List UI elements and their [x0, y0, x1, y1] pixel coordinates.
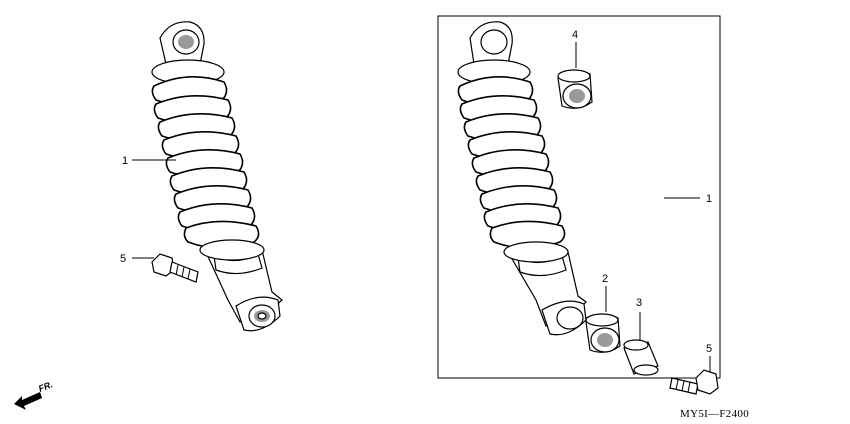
- callout-left-bolt: 5: [120, 253, 126, 265]
- direction-label: FR.: [37, 379, 54, 394]
- callout-right-bolt: 5: [706, 343, 712, 355]
- callout-collar: 3: [636, 297, 642, 309]
- callout-upper-bushing: 4: [572, 29, 578, 41]
- right-spring-coils: [457, 76, 566, 249]
- right-shock-absorber[interactable]: [457, 21, 587, 336]
- collar[interactable]: [623, 339, 659, 376]
- callout-lower-bushing: 2: [602, 273, 608, 285]
- assembly-group-frame: [437, 15, 721, 379]
- callout-right-shock: 1: [706, 193, 712, 205]
- diagram-code: MY5I—F2400: [680, 408, 749, 420]
- left-shock-absorber[interactable]: [151, 21, 283, 332]
- callout-left-shock: 1: [122, 155, 128, 167]
- right-bolt[interactable]: [669, 369, 719, 395]
- left-spring-coils: [151, 76, 260, 249]
- upper-bushing[interactable]: [557, 69, 593, 109]
- lower-bushing[interactable]: [585, 313, 621, 353]
- arrow-icon: [14, 392, 42, 410]
- left-bolt[interactable]: [151, 253, 199, 283]
